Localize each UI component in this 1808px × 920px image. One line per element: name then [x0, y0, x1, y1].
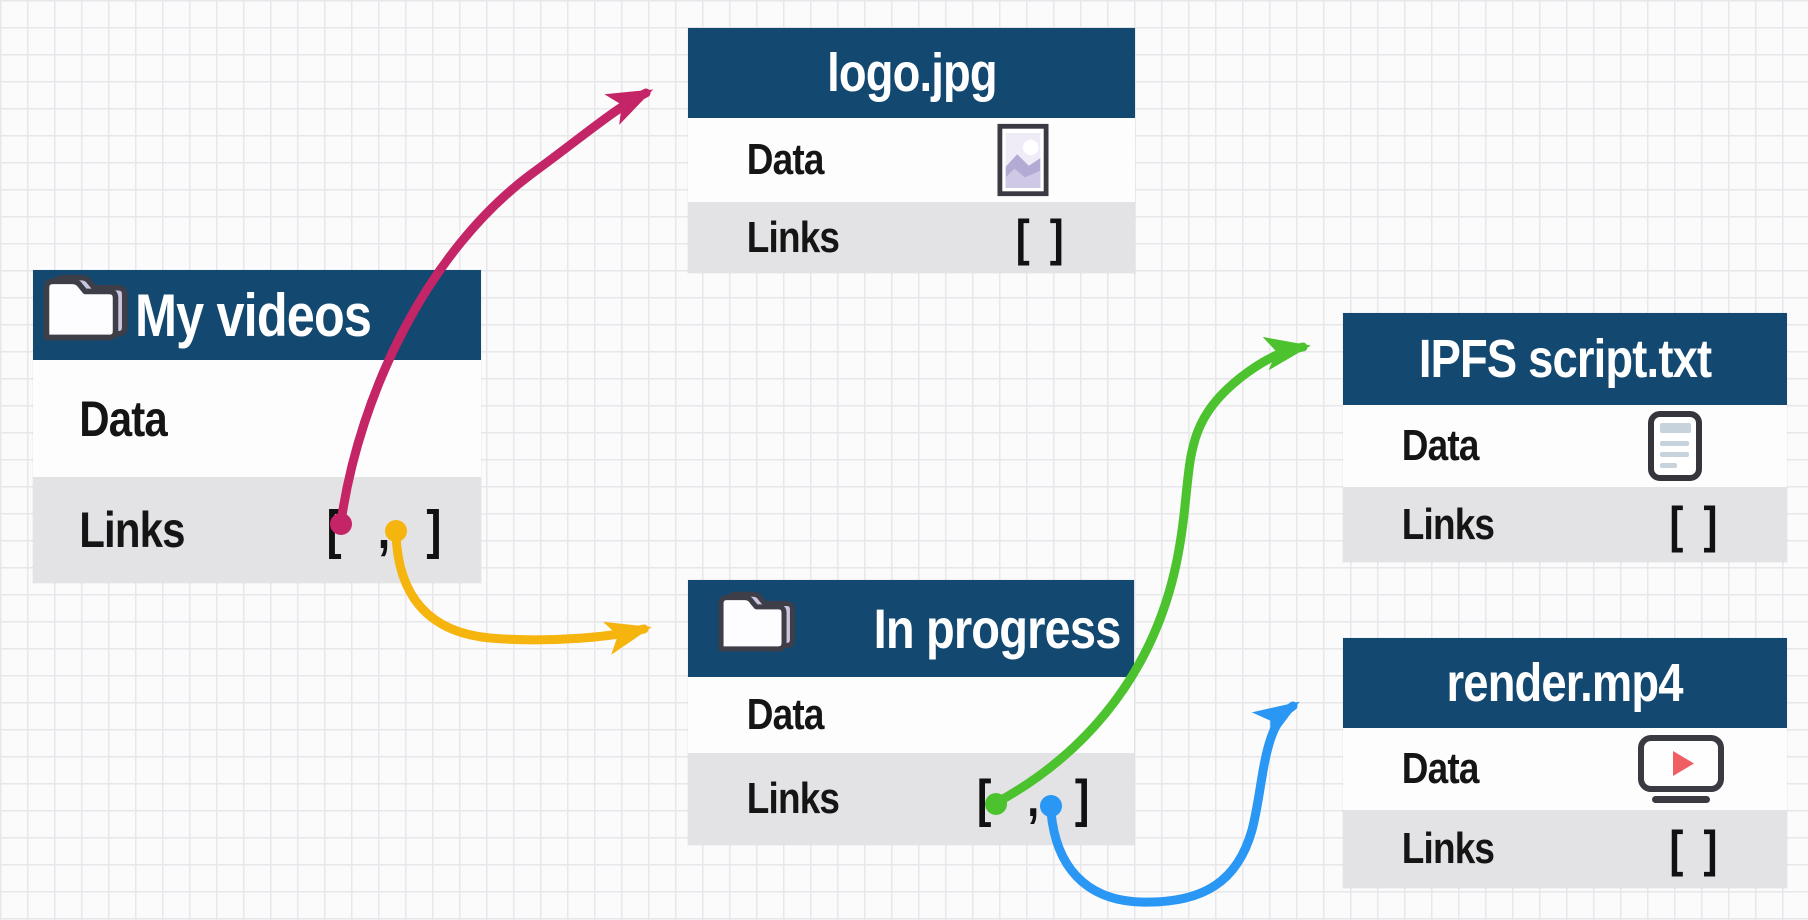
data-label: Data	[746, 690, 825, 739]
links-label: Links	[746, 212, 840, 262]
data-row: Data	[1343, 405, 1787, 487]
node-ipfs-script-txt-header: IPFS script.txt	[1343, 313, 1787, 405]
image-icon	[997, 123, 1135, 197]
node-title: logo.jpg	[826, 43, 997, 103]
document-icon	[1647, 410, 1787, 482]
node-title: render.mp4	[1446, 653, 1684, 713]
links-value: [ ]	[1669, 821, 1717, 877]
links-value: [ , ]	[326, 500, 441, 560]
data-label: Data	[1401, 421, 1480, 470]
data-label: Data	[1401, 744, 1480, 793]
links-row: Links [ , ]	[33, 477, 481, 583]
links-row: Links [ ]	[1343, 810, 1787, 888]
node-render-mp4: render.mp4 Data Links [ ]	[1343, 638, 1787, 888]
node-logo-jpg-header: logo.jpg	[688, 28, 1135, 118]
node-ipfs-script-txt: IPFS script.txt Data Links [ ]	[1343, 313, 1787, 562]
node-title: My videos	[135, 281, 372, 349]
folder-icon	[41, 271, 133, 359]
links-label: Links	[746, 774, 840, 823]
data-label: Data	[79, 390, 168, 447]
links-value: [ , ]	[976, 770, 1090, 828]
links-value: [ ]	[1669, 496, 1717, 553]
links-label: Links	[79, 502, 185, 558]
links-row: Links [ ]	[688, 202, 1135, 273]
links-label: Links	[1401, 499, 1495, 549]
video-player-icon	[1637, 734, 1787, 804]
node-in-progress-header: In progress	[688, 580, 1134, 677]
links-row: Links [ ]	[1343, 487, 1787, 562]
data-row: Data	[688, 118, 1135, 202]
data-label: Data	[746, 135, 825, 184]
data-row: Data	[33, 360, 481, 477]
node-title: In progress	[873, 597, 1122, 660]
node-title: IPFS script.txt	[1418, 329, 1712, 389]
node-my-videos-header: My videos	[33, 270, 481, 360]
links-row: Links [ , ]	[688, 753, 1134, 845]
folder-icon	[716, 588, 800, 669]
links-label: Links	[1401, 824, 1495, 873]
data-row: Data	[1343, 728, 1787, 810]
node-my-videos: My videos Data Links [ , ]	[33, 270, 481, 583]
node-logo-jpg: logo.jpg Data Links [ ]	[688, 28, 1135, 273]
node-render-mp4-header: render.mp4	[1343, 638, 1787, 728]
data-row: Data	[688, 677, 1134, 753]
node-in-progress: In progress Data Links [ , ]	[688, 580, 1134, 845]
links-value: [ ]	[1015, 209, 1064, 266]
